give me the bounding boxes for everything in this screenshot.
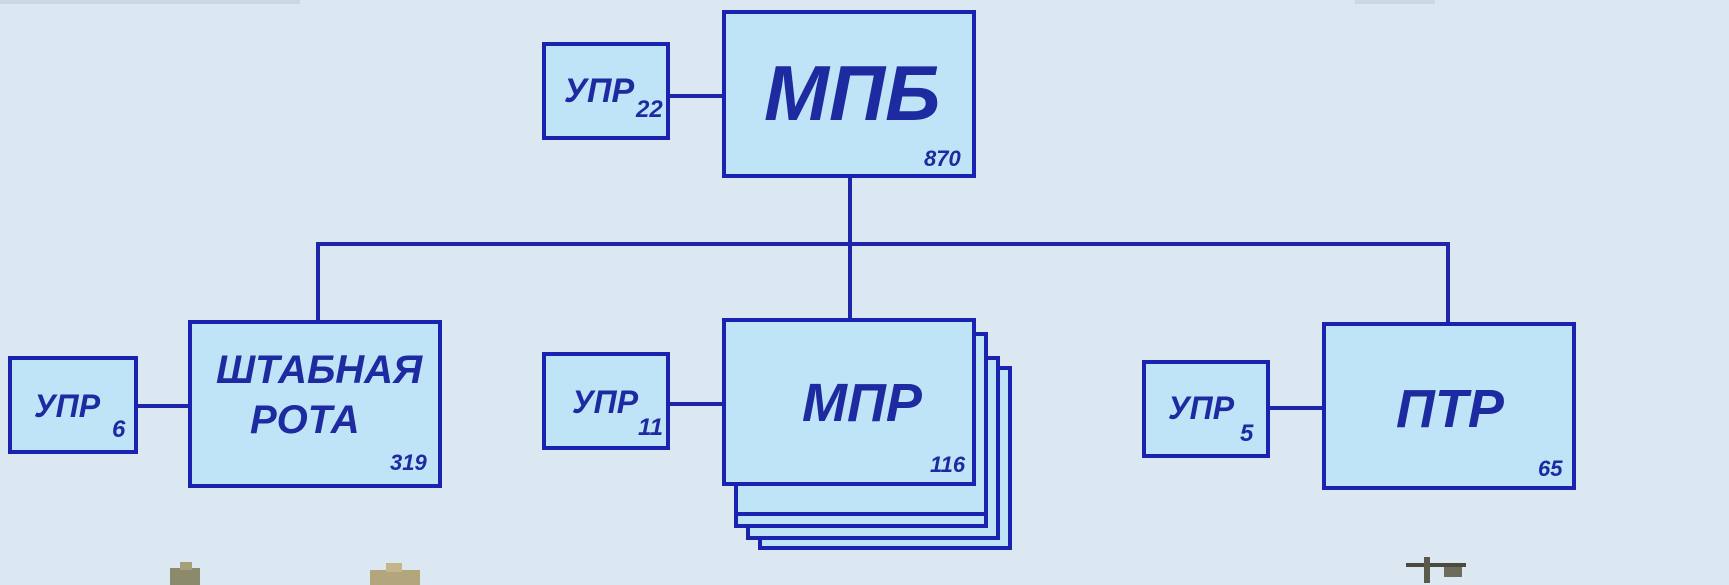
connector-to-staff xyxy=(316,242,320,324)
node-upr22-label: УПР xyxy=(564,74,634,108)
node-upr22-num: 22 xyxy=(636,98,663,122)
connector-mpb-trunk xyxy=(848,175,852,324)
connector-upr22-mpb xyxy=(668,94,724,98)
node-mpr-title: МПР xyxy=(802,376,922,430)
node-upr6-label: УПР xyxy=(34,390,100,422)
node-upr11: УПР 11 xyxy=(542,352,670,450)
node-mpb-count: 870 xyxy=(924,148,961,170)
node-upr6-num: 6 xyxy=(112,418,125,442)
node-ptr: ПТР 65 xyxy=(1322,322,1576,490)
vehicle-icon-left xyxy=(150,560,220,585)
node-ptr-title: ПТР xyxy=(1396,382,1504,436)
node-upr5-label: УПР xyxy=(1168,392,1234,424)
node-staff-title-line1: ШТАБНАЯ xyxy=(216,350,422,390)
node-upr22: УПР 22 xyxy=(542,42,670,140)
node-upr11-num: 11 xyxy=(638,416,663,440)
weapon-icon-right xyxy=(1400,555,1480,585)
node-staff-title-line2: РОТА xyxy=(250,400,360,440)
node-mpr-count: 116 xyxy=(930,454,965,476)
connector-upr11-mpr xyxy=(668,402,724,406)
top-left-decoration xyxy=(0,0,300,4)
node-upr11-label: УПР xyxy=(572,386,638,418)
node-upr6: УПР 6 xyxy=(8,356,138,454)
connector-horizontal-bus xyxy=(316,242,1450,246)
top-right-decoration xyxy=(1355,0,1435,4)
node-mpb: МПБ 870 xyxy=(722,10,976,178)
node-upr5: УПР 5 xyxy=(1142,360,1270,458)
vehicle-icon-middle xyxy=(360,560,440,585)
node-upr5-num: 5 xyxy=(1240,422,1253,446)
node-mpr: МПР 116 xyxy=(722,318,976,486)
node-ptr-count: 65 xyxy=(1538,458,1562,480)
connector-upr5-ptr xyxy=(1268,406,1324,410)
node-staff-company: ШТАБНАЯ РОТА 319 xyxy=(188,320,442,488)
connector-upr6-staff xyxy=(136,404,190,408)
connector-to-ptr xyxy=(1446,242,1450,324)
node-staff-count: 319 xyxy=(390,452,427,474)
node-mpb-title: МПБ xyxy=(764,54,940,132)
